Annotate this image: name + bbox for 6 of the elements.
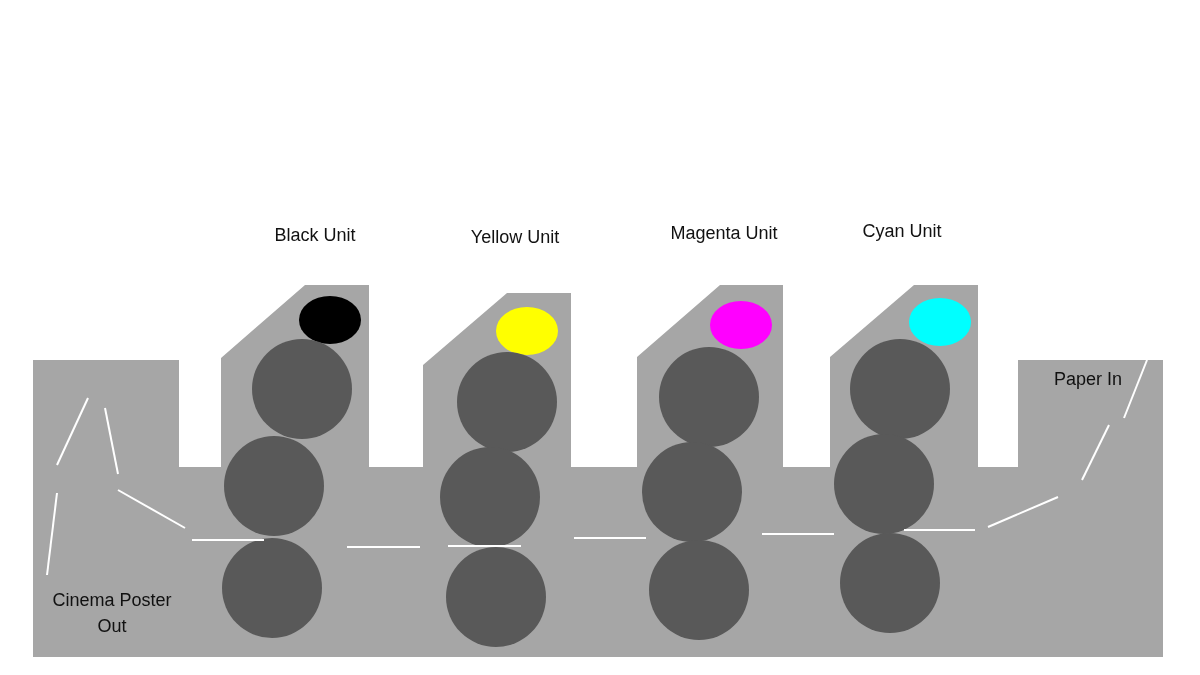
unit-label: Cyan Unit (862, 220, 942, 243)
unit-label: Magenta Unit (670, 222, 778, 245)
unit-label: Yellow Unit (470, 226, 560, 249)
output-label: Cinema Poster Out (51, 589, 173, 638)
paper-in-label: Paper In (1054, 368, 1122, 391)
unit-label: Black Unit (274, 224, 356, 247)
